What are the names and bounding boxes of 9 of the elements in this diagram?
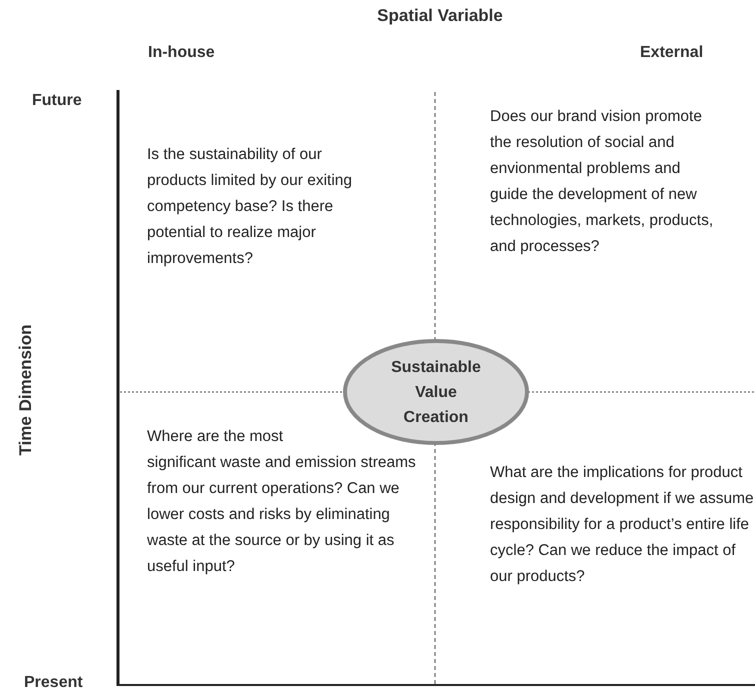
question-text: Is the sustainability of our products limited by our exiting competency base? Is there potential to realize major improvements? bbox=[147, 142, 385, 272]
title: Spatial Variable bbox=[376, 6, 504, 26]
row-heading: Present bbox=[24, 674, 83, 691]
row-heading: Future bbox=[32, 92, 82, 110]
question-text: Does our brand vision promote the resolution of social and envionmental problems and guide the development of new technologies, markets, products, and processes? bbox=[490, 104, 715, 260]
question-text: What are the implications for product design and development if we assume responsibility for a product’s entire life cycle? Can we reduce the impact of our products? bbox=[490, 460, 755, 590]
axis-title: Time Dimension bbox=[16, 324, 36, 458]
column-heading: External bbox=[640, 44, 704, 62]
column-heading: In-house bbox=[148, 44, 215, 62]
